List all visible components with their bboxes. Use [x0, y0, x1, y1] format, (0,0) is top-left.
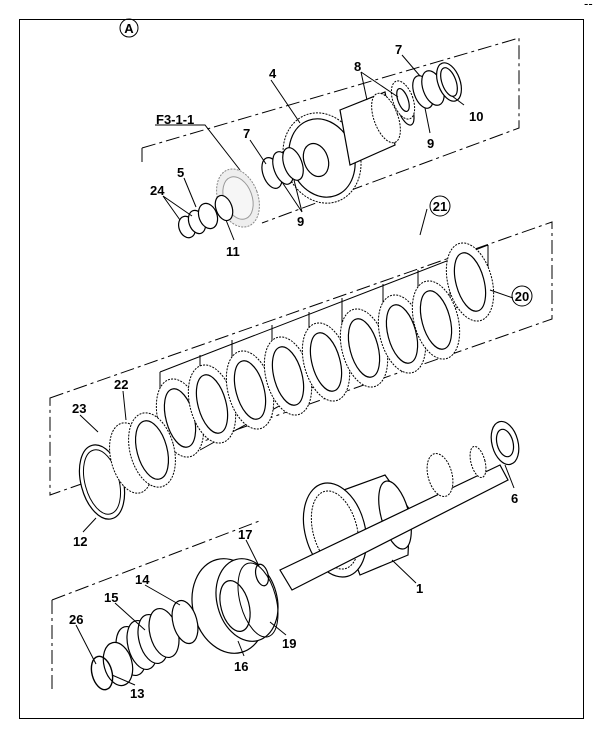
label-8: 8 — [354, 59, 361, 74]
label-13: 13 — [130, 686, 144, 701]
label-19: 19 — [282, 636, 296, 651]
label-10: 10 — [469, 109, 483, 124]
ring-17 — [254, 563, 270, 587]
label-7-upper: 7 — [395, 42, 402, 57]
label-9-middle: 9 — [297, 214, 304, 229]
piston-16 — [191, 558, 279, 654]
label-17: 17 — [238, 527, 252, 542]
label-5: 5 — [177, 165, 184, 180]
label-14: 14 — [135, 572, 150, 587]
label-20: 20 — [515, 289, 529, 304]
label-22: 22 — [114, 377, 128, 392]
label-1: 1 — [416, 581, 423, 596]
callout-21: 21 — [429, 195, 451, 217]
label-21: 21 — [433, 199, 447, 214]
label-4: 4 — [269, 66, 277, 81]
drawing-frame — [19, 19, 584, 719]
bearing-8 — [390, 80, 416, 120]
label-f3-1-1: F3-1-1 — [156, 112, 194, 127]
corner-mark: ‐‐ — [584, 0, 593, 11]
bearing-6 — [490, 420, 520, 466]
ref-circle-a: A — [119, 18, 139, 38]
callout-20: 20 — [511, 285, 533, 307]
rings-7-9-10-upper — [412, 62, 462, 109]
label-26: 26 — [69, 612, 83, 627]
retainer-13 — [102, 641, 134, 687]
ring-14 — [171, 599, 199, 645]
snap-ring-26 — [90, 655, 114, 691]
upper-group-outline — [141, 37, 520, 224]
label-9-upper: 9 — [427, 136, 434, 151]
lower-group-outline — [51, 519, 263, 690]
ref-circle-a-text: A — [124, 21, 134, 36]
label-12: 12 — [73, 534, 87, 549]
label-6: 6 — [511, 491, 518, 506]
shaft — [279, 445, 509, 591]
label-24: 24 — [150, 183, 165, 198]
label-16: 16 — [234, 659, 248, 674]
clutch-pack-outline — [49, 221, 553, 496]
label-23: 23 — [72, 401, 86, 416]
label-11: 11 — [226, 244, 240, 259]
rings-7-9-middle — [261, 147, 304, 189]
gear-4 — [282, 90, 415, 204]
plates-12-22-23 — [78, 412, 176, 520]
label-7-middle: 7 — [243, 126, 250, 141]
clutch-plates — [155, 242, 495, 458]
leader-lines — [75, 54, 515, 686]
ring-19 — [237, 562, 279, 638]
rings-5-11-24 — [177, 194, 234, 239]
label-15: 15 — [104, 590, 118, 605]
